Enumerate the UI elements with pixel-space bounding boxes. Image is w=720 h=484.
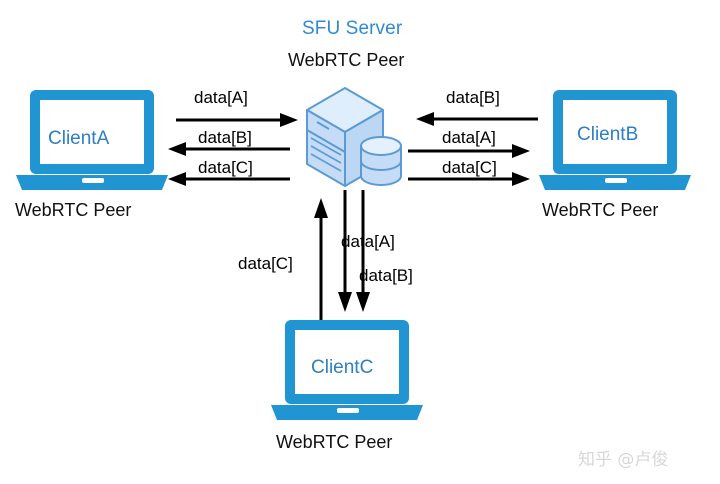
client-a-laptop-icon [14, 90, 170, 195]
server-title: SFU Server [302, 18, 403, 39]
client-c-laptop-icon [269, 320, 425, 425]
flow-bottom-0-label: data[C] [238, 254, 293, 273]
flow-bottom-2-label: data[B] [359, 266, 413, 285]
flow-left-1-label: data[B] [198, 128, 252, 147]
flow-right-2-label: data[C] [442, 158, 497, 177]
client-b-name: ClientB [577, 124, 639, 145]
client-b-laptop-icon [537, 90, 693, 195]
flow-right-0-label: data[B] [446, 88, 500, 107]
client-c-name: ClientC [311, 357, 374, 378]
server-role-label: WebRTC Peer [288, 50, 405, 70]
flow-bottom-1-label: data[A] [341, 232, 395, 251]
watermark: 知乎 @卢俊 [578, 450, 669, 470]
flow-right-2-arrow [408, 171, 530, 187]
flow-left-0-label: data[A] [194, 88, 248, 107]
flow-bottom-2-arrow [355, 190, 371, 312]
flow-left-2-arrow [168, 171, 290, 187]
flow-right-1-label: data[A] [442, 128, 496, 147]
flow-left-0-arrow [176, 112, 298, 128]
flow-left-1-arrow [168, 141, 290, 157]
flow-left-2-label: data[C] [198, 158, 253, 177]
server-rack-icon [297, 82, 403, 198]
flow-bottom-0-arrow [313, 198, 329, 320]
flow-right-0-arrow [416, 111, 538, 127]
flow-bottom-1-arrow [337, 190, 353, 312]
client-c-role-label: WebRTC Peer [276, 432, 393, 452]
client-a-name: ClientA [48, 128, 110, 149]
flow-right-1-arrow [408, 143, 530, 159]
client-b-role-label: WebRTC Peer [542, 200, 659, 220]
client-a-role-label: WebRTC Peer [15, 200, 132, 220]
